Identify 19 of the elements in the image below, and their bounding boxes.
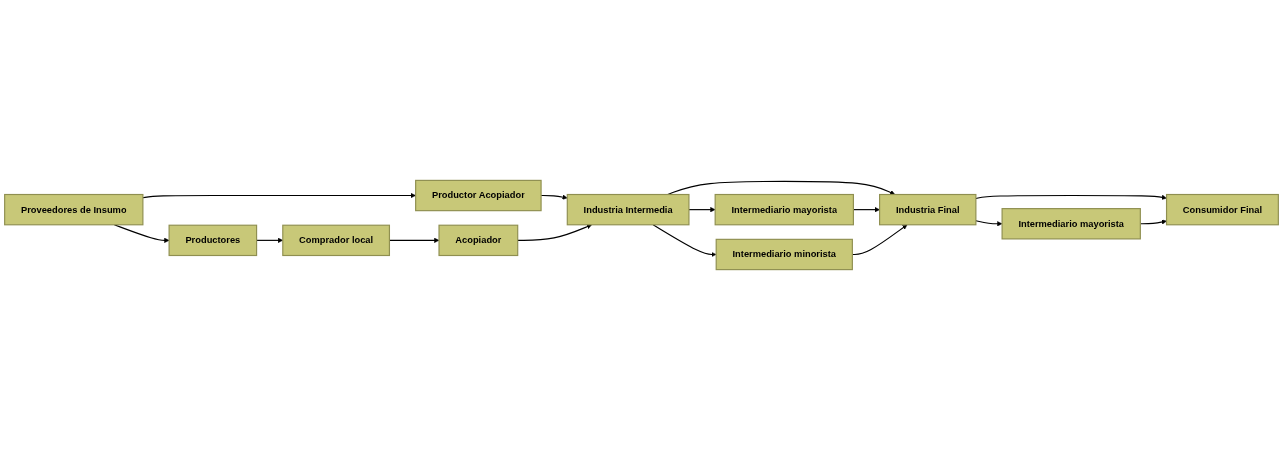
arrow [652, 224, 717, 258]
arrow [667, 180, 896, 196]
node-box: Intermediario mayorista [1001, 208, 1141, 240]
node-box: Proveedores de Insumo [4, 193, 144, 226]
arrow [688, 207, 716, 213]
arrow [113, 224, 170, 243]
node-box: Industria Intermedia [566, 193, 690, 226]
arrow [517, 224, 592, 241]
node-box: Industria Final [879, 193, 977, 226]
arrow [975, 220, 1003, 227]
arrow [142, 192, 416, 199]
node-box: Acopiador [438, 224, 519, 257]
node-box: Consumidor Final [1165, 193, 1279, 226]
node-box: Productores [168, 224, 258, 257]
node-box: Intermediario minorista [715, 238, 853, 271]
node-box: Intermediario mayorista [714, 193, 854, 226]
arrow [975, 194, 1167, 200]
node-box: Productor Acopiador [415, 179, 542, 212]
node-box: Comprador local [282, 224, 390, 257]
